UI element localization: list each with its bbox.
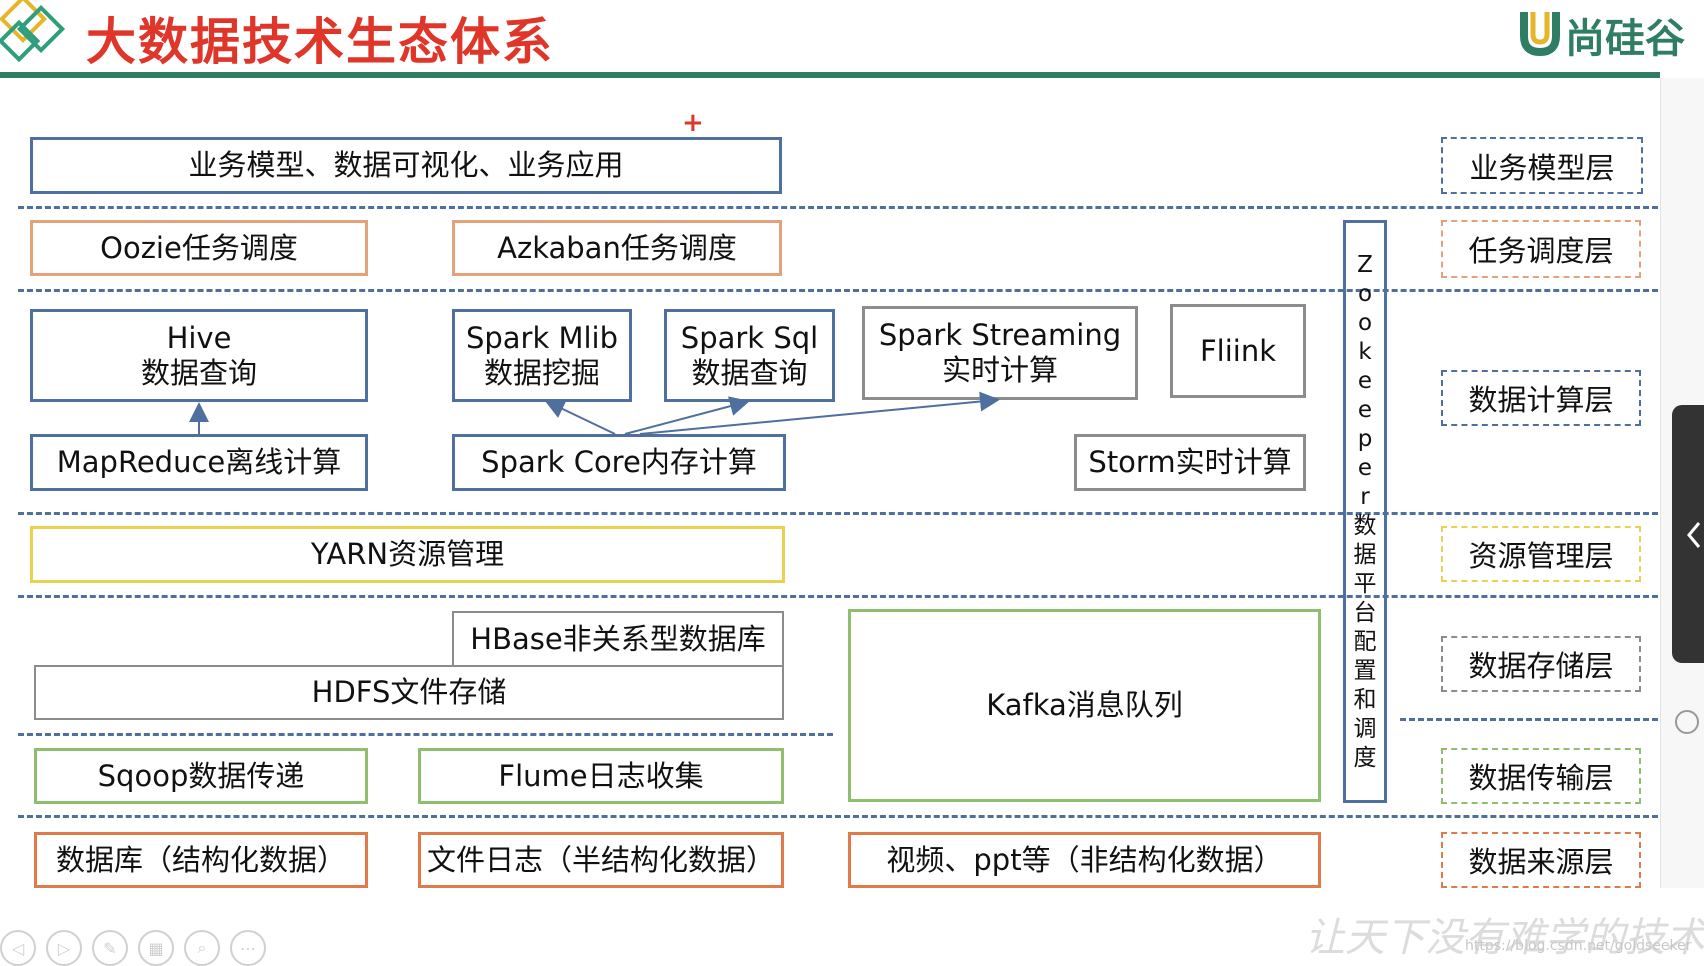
layer-scheduling: 任务调度层 bbox=[1441, 220, 1641, 278]
zk-char: 度 bbox=[1353, 745, 1377, 771]
spark-sql-label: Spark Sql bbox=[680, 320, 819, 355]
next-icon[interactable]: ▷ bbox=[46, 930, 82, 966]
layer-divider bbox=[18, 206, 1658, 209]
brand-name: 尚硅谷 bbox=[1565, 16, 1685, 62]
slide-toolbar: ◁ ▷ ✎ ▦ ⌕ ⋯ bbox=[0, 930, 266, 966]
more-icon[interactable]: ⋯ bbox=[230, 930, 266, 966]
layer-resource: 资源管理层 bbox=[1441, 526, 1641, 582]
layer-transport: 数据传输层 bbox=[1441, 748, 1641, 804]
zk-char: 数 bbox=[1353, 513, 1377, 539]
previous-icon[interactable]: ◁ bbox=[0, 930, 36, 966]
layer-storage: 数据存储层 bbox=[1441, 636, 1641, 692]
arrow-core-to-sql bbox=[624, 396, 750, 435]
media-source-box: 视频、ppt等（非结构化数据） bbox=[848, 832, 1321, 888]
spark-mlib-box: Spark Mlib 数据挖掘 bbox=[452, 309, 632, 402]
flink-box: Fliink bbox=[1170, 304, 1306, 398]
zk-char: 台 bbox=[1353, 600, 1377, 626]
kafka-box: Kafka消息队列 bbox=[848, 609, 1321, 802]
pen-icon[interactable]: ✎ bbox=[92, 930, 128, 966]
zk-char: o bbox=[1357, 281, 1373, 307]
storm-box: Storm实时计算 bbox=[1074, 434, 1306, 491]
title-bar bbox=[0, 0, 1660, 78]
spark-streaming-box: Spark Streaming 实时计算 bbox=[862, 306, 1138, 400]
spark-mlib-desc: 数据挖掘 bbox=[483, 355, 600, 390]
zookeeper-box: Z o o k e e p e r 数 据 平 台 配 置 和 调 度 bbox=[1343, 220, 1387, 803]
arrow-core-to-streaming bbox=[639, 391, 1000, 435]
file-log-source-box: 文件日志（半结构化数据） bbox=[418, 832, 784, 888]
business-application-box: 业务模型、数据可视化、业务应用 bbox=[30, 137, 782, 194]
plus-marker-icon: + bbox=[682, 108, 704, 138]
zk-char: 置 bbox=[1353, 658, 1377, 684]
spark-sql-desc: 数据查询 bbox=[691, 355, 808, 390]
zk-char: r bbox=[1360, 484, 1370, 510]
zk-char: 调 bbox=[1353, 716, 1377, 742]
layer-source: 数据来源层 bbox=[1441, 832, 1641, 888]
hive-label: Hive bbox=[166, 320, 232, 355]
emoji-icon[interactable] bbox=[1675, 710, 1699, 734]
chevron-left-icon[interactable] bbox=[1686, 520, 1702, 550]
oozie-box: Oozie任务调度 bbox=[30, 220, 368, 276]
layer-business: 业务模型层 bbox=[1441, 137, 1643, 194]
spark-core-box: Spark Core内存计算 bbox=[452, 434, 786, 491]
hdfs-box: HDFS文件存储 bbox=[34, 665, 784, 720]
layer-divider bbox=[1400, 718, 1658, 721]
spark-mlib-label: Spark Mlib bbox=[465, 320, 619, 355]
azkaban-box: Azkaban任务调度 bbox=[452, 220, 782, 276]
layer-divider bbox=[18, 289, 1658, 292]
logo-diamonds-icon bbox=[0, 0, 66, 63]
layer-divider bbox=[18, 733, 833, 736]
yarn-box: YARN资源管理 bbox=[30, 526, 785, 583]
zk-char: e bbox=[1357, 455, 1373, 481]
spark-sql-box: Spark Sql 数据查询 bbox=[664, 309, 835, 402]
mapreduce-box: MapReduce离线计算 bbox=[30, 434, 368, 491]
zk-char: 配 bbox=[1353, 629, 1377, 655]
zk-char: p bbox=[1357, 426, 1373, 452]
zoom-icon[interactable]: ⌕ bbox=[184, 930, 220, 966]
database-source-box: 数据库（结构化数据） bbox=[34, 832, 368, 888]
zk-char: 平 bbox=[1353, 571, 1377, 597]
watermark-url: https://blog.csdn.net/goldseeker bbox=[1465, 938, 1692, 954]
zk-char: k bbox=[1358, 339, 1372, 365]
page-title: 大数据技术生态体系 bbox=[86, 13, 554, 71]
spark-streaming-label: Spark Streaming bbox=[878, 318, 1122, 353]
hive-box: Hive 数据查询 bbox=[30, 309, 368, 402]
slides-icon[interactable]: ▦ bbox=[138, 930, 174, 966]
hbase-box: HBase非关系型数据库 bbox=[452, 611, 784, 668]
zk-char: o bbox=[1357, 310, 1373, 336]
hive-desc: 数据查询 bbox=[140, 355, 257, 390]
zk-char: e bbox=[1357, 397, 1373, 423]
flume-box: Flume日志收集 bbox=[418, 748, 784, 804]
layer-divider bbox=[18, 595, 1658, 598]
zk-char: 据 bbox=[1353, 542, 1377, 568]
zk-char: 和 bbox=[1353, 687, 1377, 713]
zk-char: e bbox=[1357, 368, 1373, 394]
zk-char: Z bbox=[1357, 252, 1373, 278]
arrow-core-to-mlib bbox=[544, 399, 616, 435]
watermark-text: 让天下没有难学的技术 bbox=[1305, 915, 1704, 961]
layer-compute: 数据计算层 bbox=[1441, 370, 1641, 426]
spark-streaming-desc: 实时计算 bbox=[941, 353, 1058, 387]
layer-divider bbox=[18, 512, 1658, 515]
layer-divider bbox=[18, 815, 1658, 818]
brand-u-icon bbox=[1520, 12, 1560, 56]
sqoop-box: Sqoop数据传递 bbox=[34, 748, 368, 804]
